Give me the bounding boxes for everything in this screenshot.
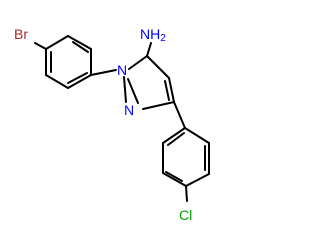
amine-label: NH2: [140, 26, 166, 44]
ring-n1-label: N: [117, 62, 127, 78]
chlorine-label: Cl: [179, 207, 192, 223]
bond-c-cl: [185, 185, 188, 202]
pyrazole-ring: [123, 55, 175, 110]
bromine-label: Br: [14, 26, 28, 42]
ring-n2-label: N: [124, 102, 134, 118]
bromophenyl-ring: [45, 35, 92, 89]
bond-c-nh2: [146, 42, 152, 57]
molecule-drawing: Br NH2 N N Cl: [14, 26, 210, 223]
molecule-structure: Br NH2 N N Cl: [14, 26, 210, 223]
bond-c-br: [34, 42, 47, 50]
chlorophenyl-ring: [162, 127, 210, 187]
bond-pyrazole-aryl: [173, 101, 186, 129]
bond-aryl-n1: [90, 69, 117, 76]
